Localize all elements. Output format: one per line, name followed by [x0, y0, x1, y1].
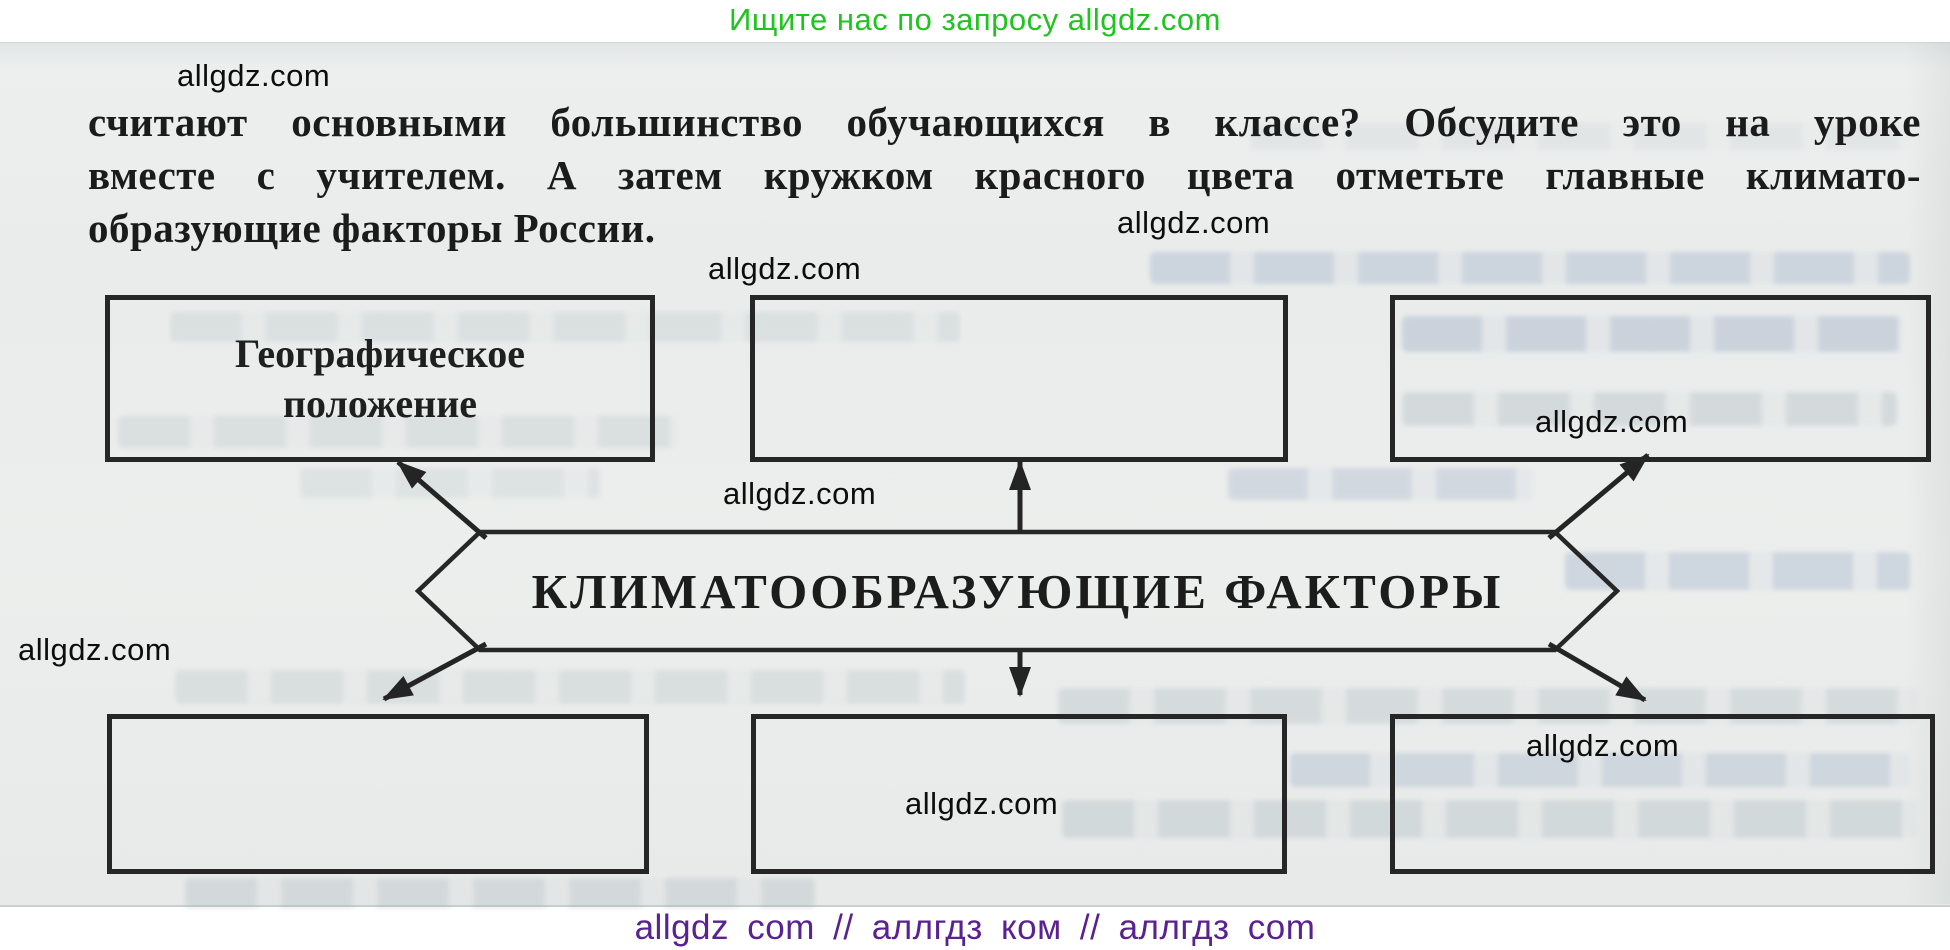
watermark-allgdz-6: allgdz.com — [18, 632, 172, 667]
diagram-box-top-left: Географическое положение — [105, 295, 655, 462]
diagram-box-top-right — [1390, 295, 1931, 462]
watermark-allgdz-4: allgdz.com — [1535, 404, 1689, 439]
diagram-center-label: КЛИМАТООБРАЗУЮЩИЕ ФАКТОРЫ — [531, 563, 1504, 619]
task-text-line-3: образующие факторы России. — [88, 205, 656, 251]
diagram-box-bottom-left — [107, 714, 649, 874]
promo-header: Ищите нас по запросу allgdz.com — [729, 2, 1221, 37]
watermark-allgdz-5: allgdz.com — [723, 476, 877, 511]
watermark-allgdz-8: allgdz.com — [1526, 728, 1680, 763]
watermark-allgdz-7: allgdz.com — [905, 786, 1059, 821]
diagram-box-top-left-label: Географическое положение — [234, 330, 526, 426]
task-text-line-2: вместе с учителем. А затем кружком красн… — [88, 152, 1921, 198]
footer-domains: allgdz com // аллгдз ком // аллгдз com — [634, 908, 1316, 947]
diagram-box-bottom-middle — [751, 714, 1287, 874]
watermark-allgdz-1: allgdz.com — [177, 58, 331, 93]
scan-edge-shadow — [1906, 42, 1950, 904]
watermark-allgdz-2: allgdz.com — [1117, 205, 1271, 240]
diagram-box-bottom-right — [1390, 714, 1935, 874]
task-text-line-1: считают основными большинство обучающихс… — [88, 99, 1921, 145]
watermark-allgdz-3: allgdz.com — [708, 251, 862, 286]
diagram-box-top-middle — [750, 295, 1288, 462]
